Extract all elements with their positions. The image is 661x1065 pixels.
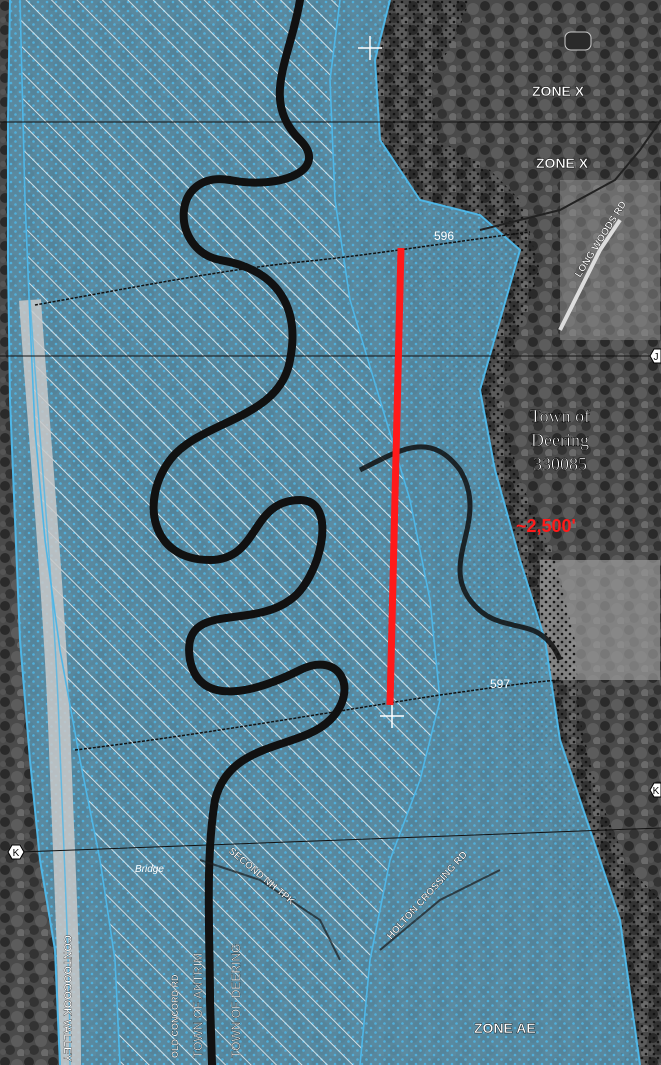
town-of-antrim-label: TOWN OF ANTRIM xyxy=(191,953,205,1058)
field-clearing-top-right xyxy=(560,180,660,340)
pond-feature xyxy=(564,31,592,51)
contoocook-valley-label: CONTOOCOOK VALLEY xyxy=(61,935,73,1062)
town-name-line2: Deering xyxy=(531,430,589,450)
floodplain-boundary-right xyxy=(373,0,641,1065)
driveway xyxy=(558,218,622,331)
panel-marker-k-left: K xyxy=(7,844,25,860)
old-concord-road-label: OLD CONCORD RD xyxy=(170,974,180,1058)
zone-x-label-top: ZONE X xyxy=(532,83,585,99)
highway-road-edge xyxy=(29,299,71,1065)
second-nh-turnpike-road xyxy=(199,859,341,961)
river-channel-secondary xyxy=(358,444,563,661)
floodway-boundary-left xyxy=(19,0,121,1065)
zone-x-label-mid: ZONE X xyxy=(536,155,589,171)
holton-crossing-road xyxy=(379,869,501,951)
town-of-deering-label: TOWN OF DEERING xyxy=(229,944,243,1058)
cross-section-597-label: 597 xyxy=(490,677,510,691)
river-channel xyxy=(149,0,349,1065)
cross-section-596-label: 596 xyxy=(434,229,454,243)
crosshair-marker-bottom xyxy=(380,704,404,728)
crosshair-marker-top xyxy=(358,36,382,60)
distance-label: ~2,500' xyxy=(516,516,576,536)
panel-marker-j-right: J xyxy=(649,348,661,364)
panel-marker-k-left-text: K xyxy=(13,848,20,859)
town-community-id: 330085 xyxy=(533,454,587,474)
panel-grid-line xyxy=(19,827,661,853)
floodway-hatched-area xyxy=(20,0,440,1065)
measurement-line xyxy=(386,247,405,706)
floodway-boundary-right xyxy=(329,0,441,1065)
panel-marker-j-right-text: J xyxy=(654,352,659,363)
town-name-line1: Town of xyxy=(530,406,590,426)
floodplain-boundary-left xyxy=(7,0,61,1065)
long-woods-road xyxy=(479,119,661,231)
bridge-label: Bridge xyxy=(135,864,164,875)
cross-section-596-line xyxy=(34,231,531,306)
panel-marker-k-right-text: K xyxy=(653,786,660,797)
panel-marker-k-right: K xyxy=(649,782,661,798)
zone-ae-label: ZONE AE xyxy=(474,1020,536,1036)
